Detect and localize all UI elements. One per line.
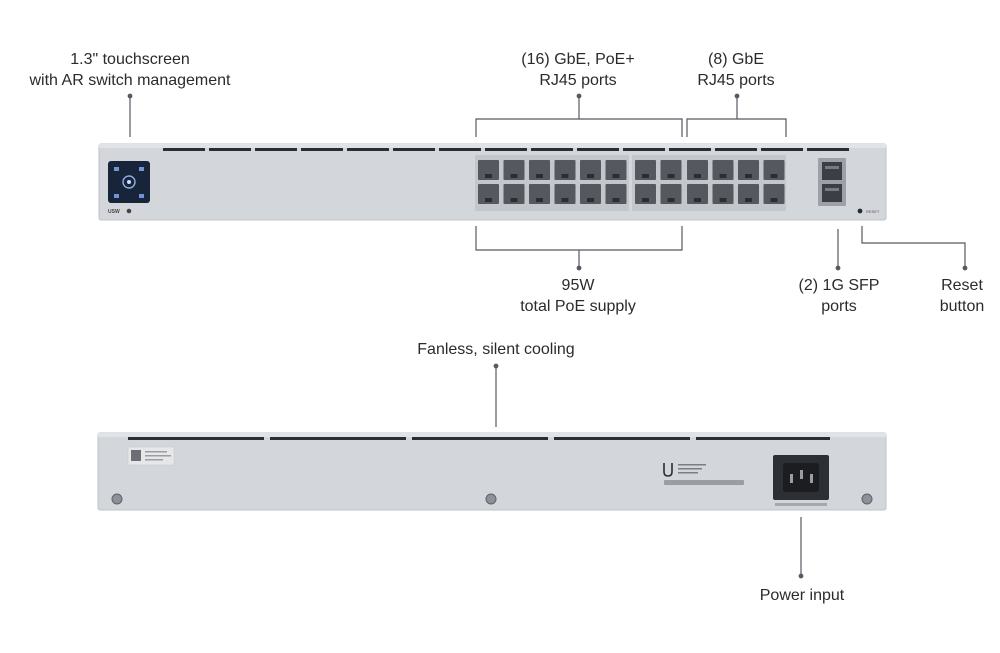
rj45-port-latch — [694, 174, 701, 178]
rear-label-sticker — [127, 446, 175, 466]
rj45-port-latch — [770, 198, 778, 202]
touchscreen-label: 1.3" touchscreen with AR switch manageme… — [29, 51, 231, 89]
poe-supply-label: 95W total PoE supply — [520, 277, 636, 315]
rj45-port — [580, 160, 601, 180]
rj45-port-latch — [510, 174, 518, 178]
touchscreen-display — [108, 161, 150, 203]
rj45-port — [478, 184, 499, 204]
gbe-ports-bracket — [686, 93, 787, 137]
rear-screws — [111, 493, 873, 505]
rj45-port — [478, 160, 499, 180]
rj45-port — [712, 160, 734, 180]
rj45-port-latch — [561, 174, 569, 178]
rj45-port — [687, 184, 708, 204]
rj45-port-latch — [770, 174, 778, 178]
rj45-port — [635, 160, 656, 180]
rj45-port — [738, 160, 759, 180]
rj45-port — [605, 160, 627, 180]
sfp-ports-label: (2) 1G SFP ports — [798, 277, 880, 315]
rj45-port-latch — [745, 198, 752, 202]
rj45-port-latch — [536, 174, 543, 178]
screw-icon — [485, 493, 497, 505]
front-vent-slots — [163, 148, 849, 151]
model-badge-icon — [126, 208, 132, 214]
reset-marking: RESET — [866, 209, 880, 214]
poe-ports-label: (16) GbE, PoE+ RJ45 ports — [521, 51, 635, 89]
rj45-port-latch — [642, 198, 649, 202]
rj45-port-latch — [612, 174, 620, 178]
ubiquiti-logo-icon — [663, 463, 673, 477]
rj45-port-latch — [642, 174, 649, 178]
rj45-port-latch — [510, 198, 518, 202]
rj45-port — [580, 184, 601, 204]
rj45-port — [660, 184, 682, 204]
rj45-port — [763, 184, 785, 204]
rj45-port-latch — [667, 174, 675, 178]
sfp-ports-leader — [835, 229, 841, 271]
rj45-port-latch — [719, 198, 727, 202]
cooling-leader — [493, 363, 499, 427]
rj45-port — [660, 160, 682, 180]
power-input-label: Power input — [759, 587, 845, 604]
cooling-label: Fanless, silent cooling — [417, 341, 575, 358]
rj45-port — [529, 184, 550, 204]
front-panel: USW RESET — [98, 143, 887, 221]
touchscreen-leader — [127, 93, 133, 137]
leader-lines — [127, 93, 968, 579]
rj45-port — [712, 184, 734, 204]
power-inlet — [773, 455, 829, 506]
sfp-port-2 — [822, 184, 842, 202]
power-input-leader — [798, 517, 804, 579]
rj45-port-latch — [485, 198, 492, 202]
screw-icon — [111, 493, 123, 505]
rear-vent-slots — [128, 437, 830, 440]
rj45-port — [503, 160, 525, 180]
rj45-port — [503, 184, 525, 204]
rj45-port-latch — [745, 174, 752, 178]
rj45-port-latch — [587, 174, 594, 178]
rj45-port-latch — [587, 198, 594, 202]
qr-code-icon — [131, 450, 141, 461]
rj45-port-latch — [612, 198, 620, 202]
rj45-port — [738, 184, 759, 204]
poe-supply-bracket — [475, 226, 683, 271]
rj45-port — [687, 160, 708, 180]
sfp-port-cage — [818, 158, 846, 206]
sfp-port-1 — [822, 162, 842, 180]
rj45-port-latch — [561, 198, 569, 202]
reset-button — [857, 208, 863, 214]
rj45-port-latch — [536, 198, 543, 202]
rj45-port — [554, 184, 576, 204]
reset-button-leader — [861, 226, 968, 271]
rj45-port-latch — [719, 174, 727, 178]
screw-icon — [861, 493, 873, 505]
rj45-port — [763, 160, 785, 180]
rj45-port-latch — [667, 198, 675, 202]
poe-ports-bracket — [475, 93, 683, 137]
rj45-port-latch — [485, 174, 492, 178]
model-badge: USW — [108, 209, 120, 215]
rj45-port — [529, 160, 550, 180]
rj45-port — [605, 184, 627, 204]
gbe-ports-label: (8) GbE RJ45 ports — [697, 51, 775, 89]
certification-marks — [664, 464, 744, 485]
rj45-port — [554, 160, 576, 180]
rj45-port — [635, 184, 656, 204]
gbe-port-block — [684, 155, 786, 211]
rj45-port-latch — [694, 198, 701, 202]
rear-panel — [97, 432, 887, 511]
reset-button-label: Reset button — [939, 277, 985, 315]
rj45-ports — [478, 160, 785, 204]
